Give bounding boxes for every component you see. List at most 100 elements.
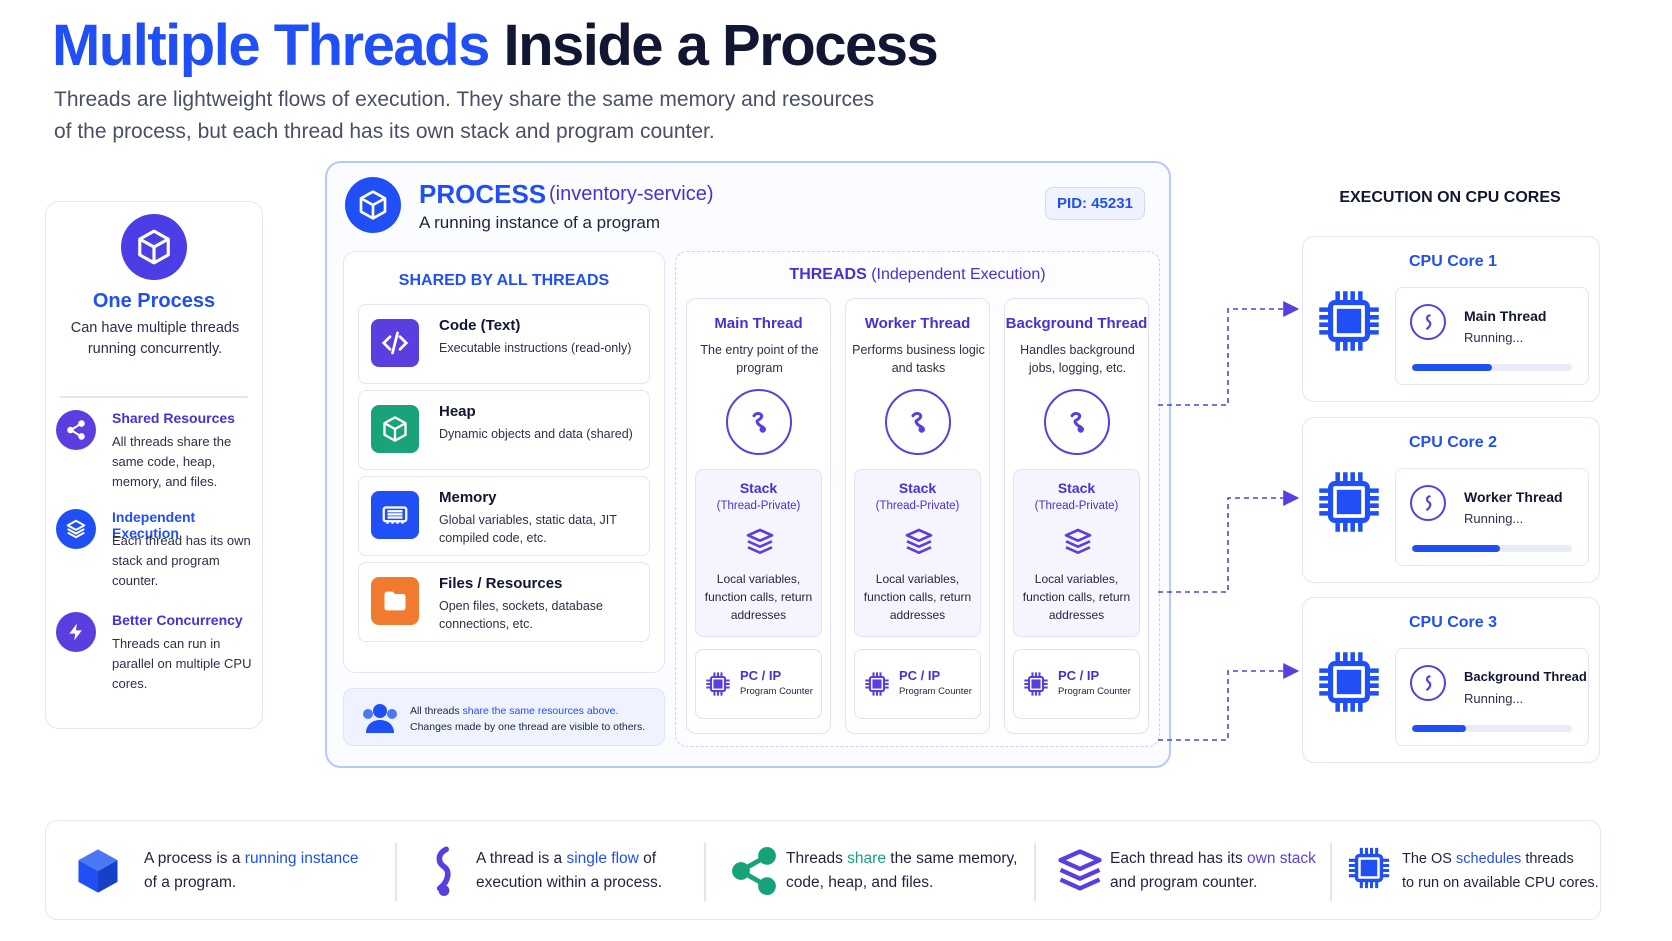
shared-note: All threads share the same resources abo…	[343, 688, 665, 746]
cpu-icon	[1319, 652, 1379, 712]
cpu-icon	[1319, 291, 1379, 351]
resource-code: Code (Text) Executable instructions (rea…	[358, 304, 650, 384]
stack-subtitle: (Thread-Private)	[875, 500, 960, 512]
chip-icon	[1024, 672, 1048, 696]
cube-icon	[371, 405, 419, 453]
process-container: PROCESS (inventory-service) A running in…	[325, 161, 1171, 768]
note-line-2: Changes made by one thread are visible t…	[410, 721, 646, 733]
core-thread-name: Background Thread	[1464, 669, 1587, 684]
page-title: Multiple Threads Inside a Process	[52, 12, 939, 79]
resource-title: Files / Resources	[439, 575, 563, 592]
share-icon	[732, 846, 776, 896]
resource-description: Global variables, static data, JIT compi…	[439, 513, 617, 545]
core-thread-name: Main Thread	[1464, 308, 1547, 324]
summary-divider	[395, 843, 397, 901]
summary-line-2: to run on available CPU cores.	[1402, 875, 1599, 891]
stack-box: Stack (Thread-Private) Local variables, …	[695, 469, 822, 637]
resource-title: Code (Text)	[439, 317, 521, 334]
shared-note-text: All threads share the same resources abo…	[410, 703, 662, 735]
core-title: CPU Core 3	[1409, 614, 1498, 631]
lightning-icon	[56, 612, 96, 652]
stack-subtitle: (Thread-Private)	[1034, 500, 1119, 512]
program-counter-box: PC / IP Program Counter	[854, 649, 981, 719]
subtitle-line-2: of the process, but each thread has its …	[54, 120, 715, 143]
core-thread-name: Worker Thread	[1464, 489, 1563, 505]
stack-description: Local variables, function calls, return …	[863, 572, 972, 622]
core-progress-bar	[1412, 364, 1572, 371]
core-title: CPU Core 1	[1409, 253, 1498, 270]
stack-title: Stack	[898, 480, 937, 496]
resource-memory: Memory Global variables, static data, JI…	[358, 476, 650, 556]
thread-description: Handles background jobs, logging, etc.	[1020, 343, 1135, 375]
layers-icon	[56, 509, 96, 549]
core-progress-fill	[1412, 364, 1492, 371]
thread-name: Background Thread	[1005, 315, 1148, 332]
summary-pre: The OS	[1402, 851, 1456, 867]
cpu-section-heading: EXECUTION ON CPU CORES	[1339, 189, 1561, 206]
summary-pre: A process is a	[144, 850, 245, 867]
process-description: A running instance of a program	[419, 213, 660, 232]
better-concurrency-description: Threads can run in parallel on multiple …	[112, 636, 252, 691]
summary-post: of	[638, 850, 657, 867]
summary-line-2: execution within a process.	[476, 874, 663, 891]
shared-panel-title: SHARED BY ALL THREADS	[398, 272, 610, 289]
resource-description: Open files, sockets, database connection…	[439, 599, 603, 631]
summary-line-2: and program counter.	[1110, 874, 1258, 891]
thread-name: Main Thread	[714, 315, 803, 332]
core-thread-status: Running...	[1464, 330, 1524, 345]
thread-squiggle-icon	[726, 389, 792, 455]
thread-column-background: Background Thread Handles background job…	[1004, 298, 1149, 734]
note-prefix: All threads	[410, 705, 463, 717]
summary-pre: Threads	[786, 850, 848, 867]
process-title: PROCESS	[419, 179, 547, 209]
connector-background-to-core3	[1158, 663, 1300, 741]
independent-execution-description: Each thread has its own stack and progra…	[112, 533, 251, 588]
summary-highlight: running instance	[244, 850, 359, 867]
summary-line-2: code, heap, and files.	[786, 874, 934, 891]
cpu-core-1: CPU Core 1 Main Thread Running...	[1302, 236, 1600, 402]
core-progress-bar	[1412, 725, 1572, 732]
shared-resources-title: Shared Resources	[112, 410, 235, 426]
summary-highlight: own stack	[1247, 850, 1316, 867]
resource-heap: Heap Dynamic objects and data (shared)	[358, 390, 650, 470]
summary-post: the same memory,	[885, 850, 1018, 867]
layers-icon	[746, 528, 774, 554]
pc-description: Program Counter	[740, 686, 813, 697]
share-icon	[56, 410, 96, 450]
pc-title: PC / IP	[899, 668, 941, 683]
cpu-core-2: CPU Core 2 Worker Thread Running...	[1302, 417, 1600, 583]
pc-description: Program Counter	[899, 686, 972, 697]
core-thread-slot: Background Thread Running...	[1395, 648, 1589, 746]
thread-squiggle-icon	[1410, 304, 1446, 340]
cpu-icon	[1319, 472, 1379, 532]
pid-badge: PID: 45231	[1045, 187, 1145, 220]
one-process-description: Can have multiple threads running concur…	[70, 320, 240, 357]
one-process-card: One Process Can have multiple threads ru…	[45, 201, 263, 729]
summary-divider	[704, 843, 706, 901]
thread-description: Performs business logic and tasks	[852, 343, 985, 375]
core-progress-fill	[1412, 725, 1467, 732]
title-highlight: Multiple Threads	[52, 13, 490, 78]
summary-share: Threads share the same memory,code, heap…	[706, 821, 1026, 921]
summary-post: threads	[1521, 851, 1574, 867]
title-rest: Inside a Process	[503, 13, 938, 78]
core-progress-fill	[1412, 545, 1500, 552]
thread-squiggle-icon	[1410, 665, 1446, 701]
independent-execution-title: Independent Execution	[112, 509, 196, 541]
cube-icon	[345, 177, 401, 233]
one-process-title: One Process	[92, 290, 216, 312]
thread-description: The entry point of the program	[700, 343, 819, 375]
cube-icon	[121, 214, 187, 280]
thread-squiggle-icon	[1044, 389, 1110, 455]
resource-title: Memory	[439, 489, 497, 506]
stack-box: Stack (Thread-Private) Local variables, …	[854, 469, 981, 637]
chip-icon	[706, 672, 730, 696]
stack-title: Stack	[739, 480, 778, 496]
stack-box: Stack (Thread-Private) Local variables, …	[1013, 469, 1140, 637]
folder-icon	[371, 577, 419, 625]
